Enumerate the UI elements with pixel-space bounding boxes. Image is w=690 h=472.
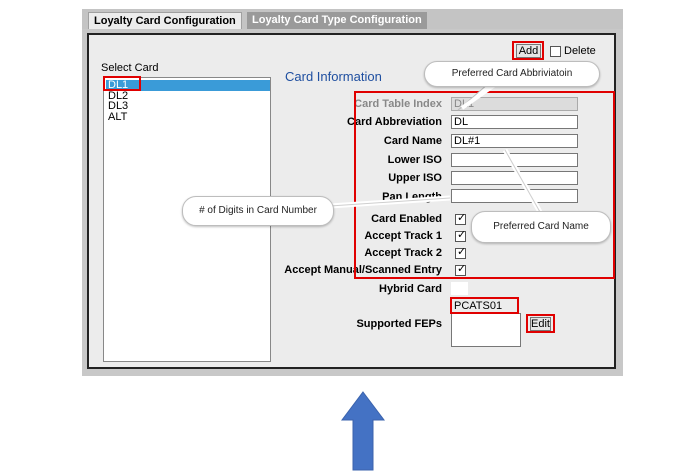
card-enabled-label: Card Enabled — [371, 213, 442, 225]
accept-track-1-label: Accept Track 1 — [364, 230, 442, 242]
accept-track-2-label: Accept Track 2 — [364, 247, 442, 259]
card-abbreviation-field[interactable]: DL — [451, 115, 578, 129]
card-name-label: Card Name — [383, 135, 442, 147]
upper-iso-label: Upper ISO — [388, 172, 442, 184]
card-enabled-checkbox[interactable]: ✓ — [455, 212, 467, 225]
supported-feps-label: Supported FEPs — [356, 318, 442, 330]
lower-iso-label: Lower ISO — [387, 154, 442, 166]
check-icon: ✓ — [457, 246, 467, 258]
list-item[interactable]: DL1 — [106, 80, 270, 91]
feps-listbox[interactable] — [451, 313, 521, 347]
select-card-label: Select Card — [101, 62, 159, 74]
hybrid-card-checkbox[interactable] — [451, 282, 468, 295]
callout-name: Preferred Card Name — [471, 211, 611, 243]
card-table-index-label: Card Table Index — [354, 98, 442, 110]
pan-length-field[interactable] — [451, 189, 578, 203]
check-icon: ✓ — [457, 212, 467, 224]
check-icon: ✓ — [457, 229, 467, 241]
callout-abbreviation: Preferred Card Abbriviatoin — [424, 61, 600, 87]
tab-loyalty-card-configuration[interactable]: Loyalty Card Configuration — [88, 12, 242, 30]
accept-track-2-checkbox[interactable]: ✓ — [455, 246, 467, 259]
up-arrow-icon — [341, 391, 385, 471]
add-button[interactable]: Add — [516, 44, 541, 58]
card-abbreviation-label: Card Abbreviation — [347, 116, 442, 128]
accept-manual-label: Accept Manual/Scanned Entry — [284, 264, 442, 276]
fep-item[interactable]: PCATS01 — [454, 300, 503, 312]
delete-checkbox[interactable] — [550, 46, 561, 57]
section-title: Card Information — [285, 69, 382, 84]
list-item[interactable]: DL3 — [108, 100, 129, 112]
card-name-field[interactable]: DL#1 — [451, 134, 578, 148]
list-item[interactable]: DL2 — [108, 90, 129, 102]
edit-button[interactable]: Edit — [530, 317, 551, 331]
accept-manual-checkbox[interactable]: ✓ — [455, 263, 467, 276]
delete-label: Delete — [564, 45, 596, 57]
callout-digits: # of Digits in Card Number — [182, 196, 334, 226]
tab-loyalty-card-type-configuration[interactable]: Loyalty Card Type Configuration — [247, 12, 427, 29]
check-icon: ✓ — [457, 263, 467, 275]
hybrid-card-label: Hybrid Card — [379, 283, 442, 295]
accept-track-1-checkbox[interactable]: ✓ — [455, 229, 467, 242]
list-item[interactable]: ALT — [108, 111, 128, 123]
